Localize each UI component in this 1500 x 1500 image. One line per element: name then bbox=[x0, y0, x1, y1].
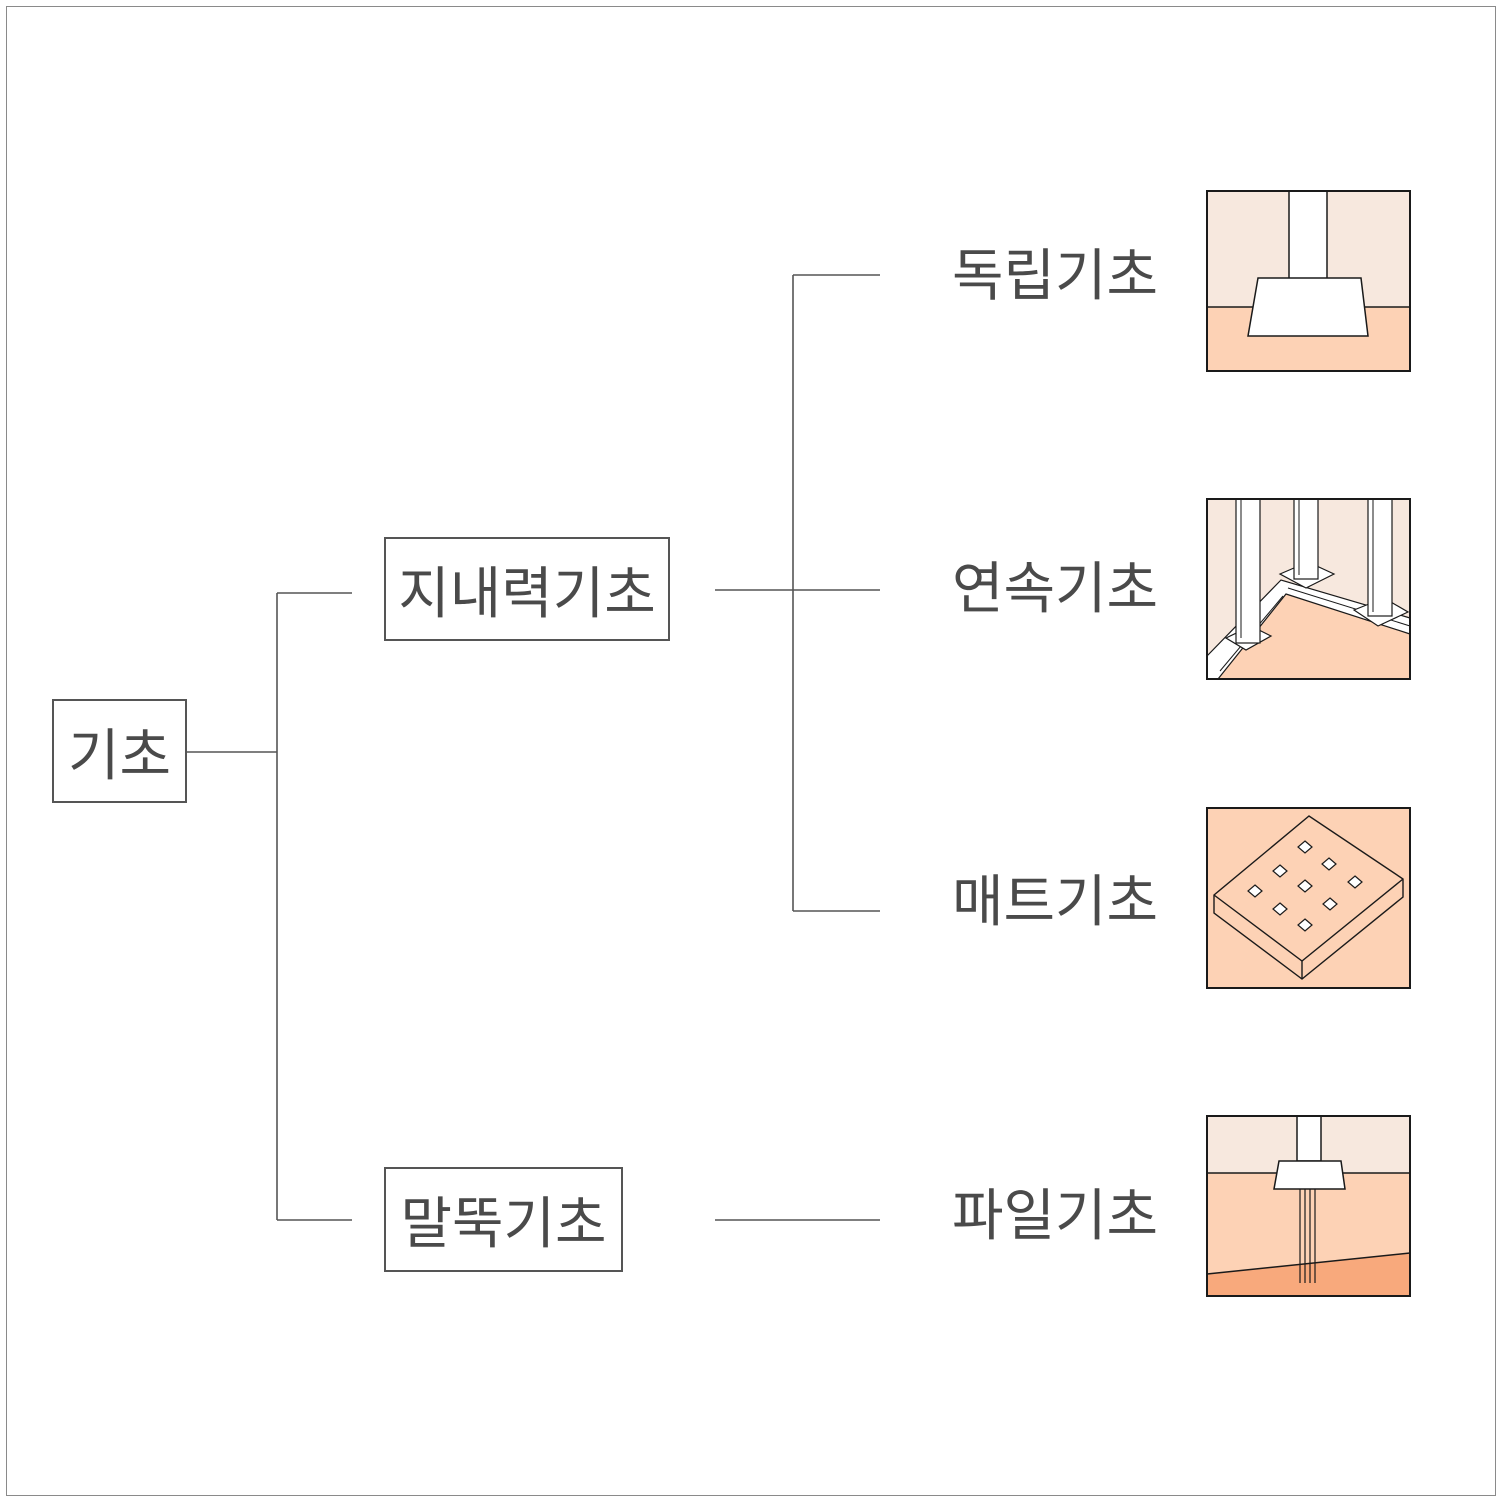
root-node: 기초 bbox=[52, 699, 187, 803]
mat-footing-illustration bbox=[1206, 807, 1411, 989]
leaf-label-isolated: 독립기초 bbox=[952, 244, 1159, 309]
branch-label-pile: 말뚝기초 bbox=[400, 1192, 607, 1257]
branch-label-bearing: 지내력기초 bbox=[398, 561, 656, 627]
leaf-label-pile: 파일기초 bbox=[952, 1184, 1159, 1249]
leaf-label-continuous: 연속기초 bbox=[952, 557, 1159, 622]
continuous-footing-illustration bbox=[1206, 498, 1411, 680]
diagram-frame bbox=[6, 6, 1496, 1496]
leaf-label-mat: 매트기초 bbox=[952, 870, 1159, 935]
branch-node-bearing: 지내력기초 bbox=[384, 537, 670, 641]
isolated-footing-illustration bbox=[1206, 190, 1411, 372]
pile-foundation-illustration bbox=[1206, 1115, 1411, 1297]
root-label: 기초 bbox=[67, 723, 172, 789]
branch-node-pile: 말뚝기초 bbox=[384, 1167, 623, 1272]
